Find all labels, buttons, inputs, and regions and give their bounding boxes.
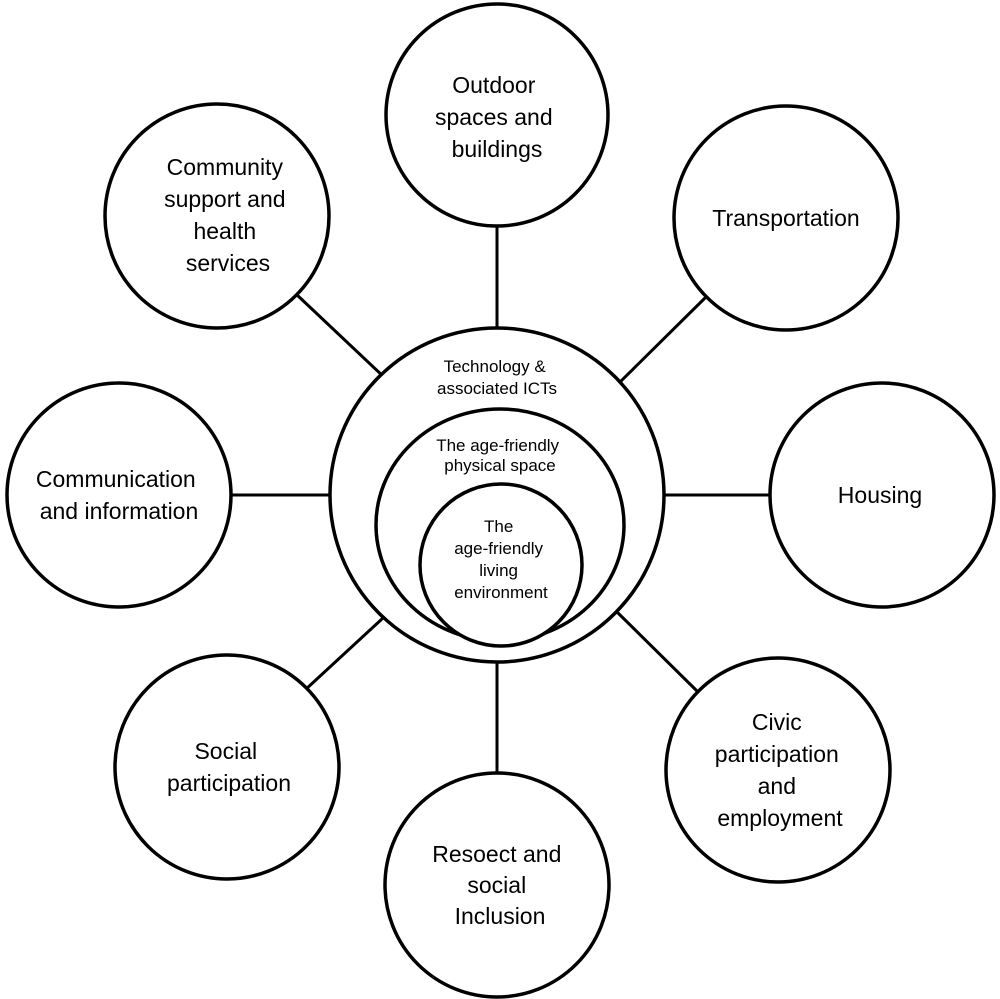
- domain-circle: [383, 771, 611, 999]
- connector-transportation: [615, 295, 708, 387]
- domain-label: Outdoor spaces and buildings: [435, 72, 559, 162]
- connector-community: [294, 292, 387, 380]
- domain-respect: Resoect and social Inclusion: [383, 771, 611, 999]
- domain-social: Social participation: [113, 653, 341, 881]
- domain-circle: [664, 656, 892, 884]
- domain-label: Communication and information: [36, 466, 202, 524]
- core-circles: Technology & associated ICTs The age-fri…: [328, 326, 666, 664]
- domain-label: Transportation: [712, 205, 859, 231]
- living-environment-label: The age-friendly living environment: [454, 517, 548, 602]
- domain-circle: [5, 381, 233, 609]
- connectors: [230, 227, 770, 773]
- connector-social: [303, 616, 385, 692]
- domain-label: Resoect and social Inclusion: [432, 841, 568, 929]
- domain-outdoor: Outdoor spaces and buildings: [384, 2, 610, 228]
- domain-label: Social participation: [167, 738, 291, 796]
- domain-transportation: Transportation: [672, 104, 900, 332]
- connector-civic: [615, 610, 700, 694]
- domain-circle: [103, 102, 331, 330]
- domain-circle: [672, 104, 900, 332]
- domain-communication: Communication and information: [5, 381, 233, 609]
- living-environment-circle: [418, 482, 584, 648]
- technology-label: Technology & associated ICTs: [437, 357, 557, 398]
- domain-label: Community support and health services: [164, 154, 292, 276]
- domain-housing: Housing: [768, 381, 996, 609]
- domain-label: Housing: [838, 482, 922, 508]
- domain-circle: [384, 2, 610, 228]
- domain-circle: [113, 653, 341, 881]
- domain-circle: [768, 381, 996, 609]
- domain-community: Community support and health services: [103, 102, 331, 330]
- domain-label: Civic participation and employment: [715, 709, 845, 831]
- physical-space-label: The age-friendly physical space: [436, 436, 564, 475]
- domain-civic: Civic participation and employment: [664, 656, 892, 884]
